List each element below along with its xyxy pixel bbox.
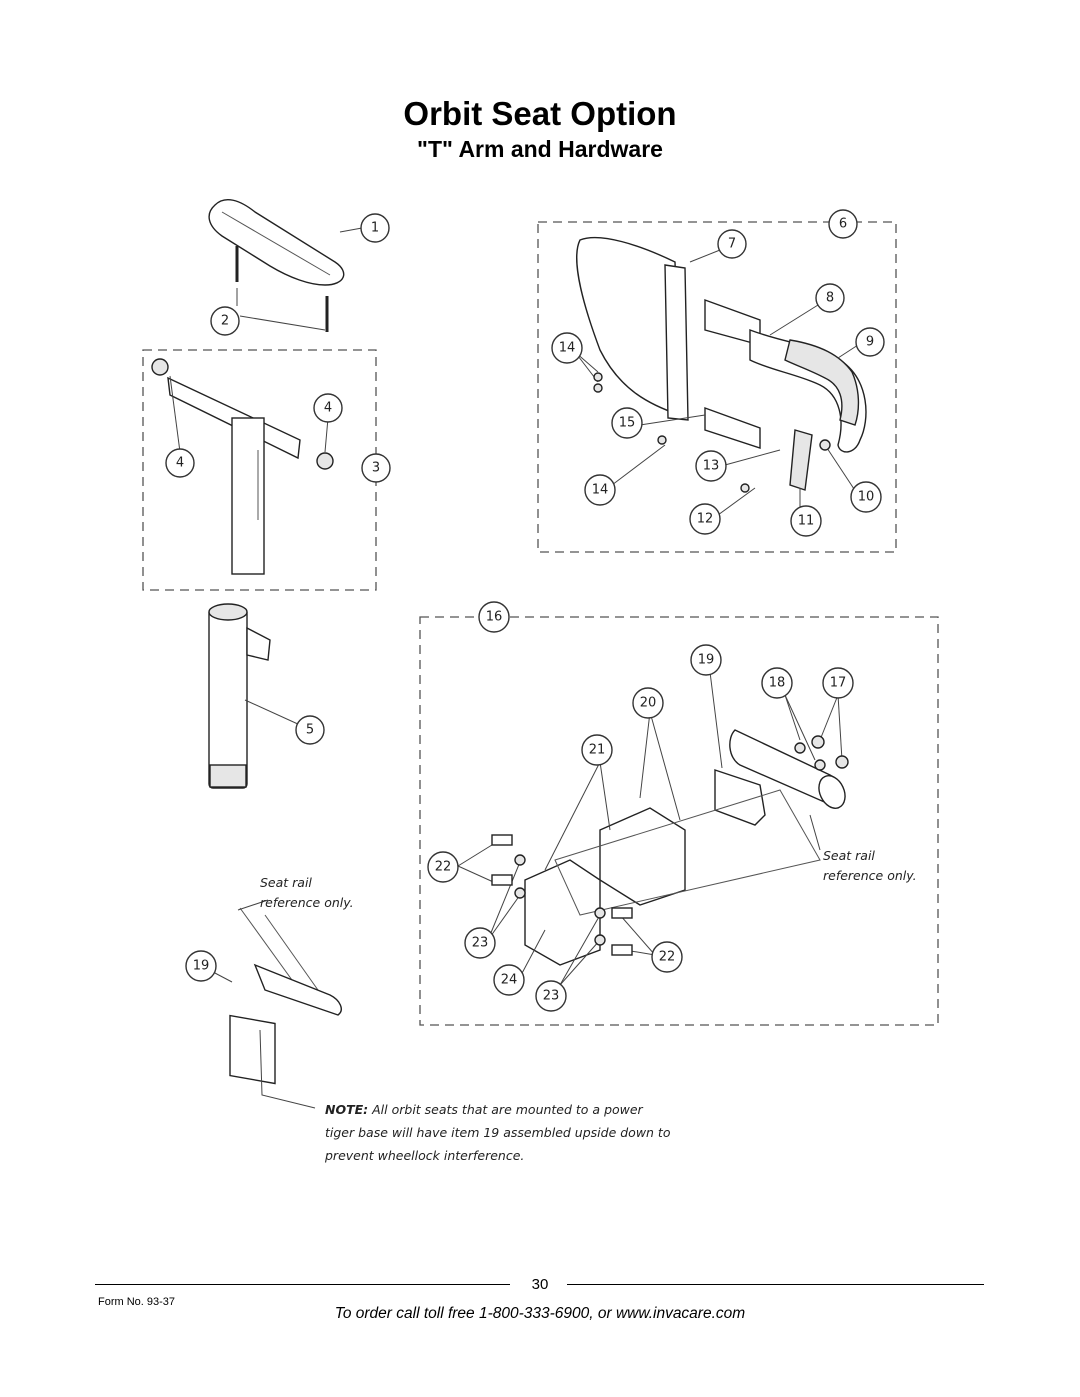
svg-text:Seat rail: Seat rail xyxy=(260,875,312,890)
svg-text:22: 22 xyxy=(435,860,452,875)
svg-text:7: 7 xyxy=(728,237,736,252)
callout-15: 15 xyxy=(611,407,643,439)
callout-2: 2 xyxy=(210,306,240,336)
order-info: To order call toll free 1-800-333-6900, … xyxy=(334,1305,746,1322)
svg-text:16: 16 xyxy=(486,610,503,625)
assembly-note: NOTE: All orbit seats that are mounted t… xyxy=(324,1102,671,1163)
svg-text:reference only.: reference only. xyxy=(260,895,354,910)
svg-text:14: 14 xyxy=(592,483,609,498)
callout-1: 1 xyxy=(360,213,390,243)
callout-14b: 14 xyxy=(584,474,616,506)
callout-21: 21 xyxy=(581,734,613,766)
svg-text:19: 19 xyxy=(193,959,210,974)
svg-text:11: 11 xyxy=(798,514,815,529)
arm-tube-part xyxy=(704,299,867,491)
callout-4b: 4 xyxy=(165,448,195,478)
callout-8: 8 xyxy=(815,283,845,313)
svg-text:23: 23 xyxy=(472,936,489,951)
svg-text:17: 17 xyxy=(830,676,847,691)
svg-text:14: 14 xyxy=(559,341,576,356)
svg-text:4: 4 xyxy=(176,456,184,471)
arm-pad-part xyxy=(208,198,345,286)
callout-18: 18 xyxy=(761,667,793,699)
svg-text:8: 8 xyxy=(826,291,834,306)
svg-text:5: 5 xyxy=(306,723,314,738)
svg-text:tiger base will have item 19 a: tiger base will have item 19 assembled u… xyxy=(325,1125,671,1140)
callout-17: 17 xyxy=(822,667,854,699)
callout-14a: 14 xyxy=(551,332,583,364)
svg-text:4: 4 xyxy=(324,401,332,416)
callout-5: 5 xyxy=(295,715,325,745)
hardware-nuts xyxy=(491,372,849,956)
svg-text:22: 22 xyxy=(659,950,676,965)
callout-6: 6 xyxy=(828,209,858,239)
svg-text:13: 13 xyxy=(703,459,720,474)
callout-23b: 23 xyxy=(535,980,567,1012)
callout-3: 3 xyxy=(361,453,391,483)
svg-text:6: 6 xyxy=(839,217,847,232)
svg-text:3: 3 xyxy=(372,461,380,476)
seat-rail-ref-right-part xyxy=(729,729,846,809)
callout-22a: 22 xyxy=(427,851,459,883)
svg-text:2: 2 xyxy=(221,314,229,329)
callout-16: 16 xyxy=(478,601,510,633)
callout-19-right: 19 xyxy=(690,644,722,676)
svg-text:21: 21 xyxy=(589,743,606,758)
svg-text:Seat rail: Seat rail xyxy=(823,848,875,863)
svg-text:15: 15 xyxy=(619,416,636,431)
svg-text:12: 12 xyxy=(697,512,714,527)
callout-12: 12 xyxy=(689,503,721,535)
callout-24: 24 xyxy=(493,964,525,996)
seat-rail-label-left: Seat rail reference only. xyxy=(260,875,354,910)
arm-pad-screws-part xyxy=(235,246,329,332)
svg-text:prevent wheellock interference: prevent wheellock interference. xyxy=(324,1148,524,1163)
arm-receiver-part xyxy=(208,603,271,789)
callout-13: 13 xyxy=(695,450,727,482)
t-arm-post-part xyxy=(151,358,334,575)
svg-text:NOTE: All orbit seats that are: NOTE: All orbit seats that are mounted t… xyxy=(325,1102,644,1117)
svg-text:24: 24 xyxy=(501,973,518,988)
callout-22b: 22 xyxy=(651,941,683,973)
svg-text:18: 18 xyxy=(769,676,786,691)
svg-text:10: 10 xyxy=(858,490,875,505)
seat-rail-clamp-left-part xyxy=(229,963,342,1085)
mount-bracket-part xyxy=(524,769,766,966)
callout-20: 20 xyxy=(632,687,664,719)
side-panel-part xyxy=(576,236,689,421)
svg-text:9: 9 xyxy=(866,335,874,350)
page-number: 30 xyxy=(531,1276,549,1293)
form-number: Form No. 93-37 xyxy=(98,1296,176,1308)
svg-text:1: 1 xyxy=(371,221,379,236)
page-subtitle: "T" Arm and Hardware xyxy=(417,136,663,162)
footer-rule-right xyxy=(567,1284,984,1285)
footer-rule-left xyxy=(95,1284,510,1285)
svg-text:23: 23 xyxy=(543,989,560,1004)
callout-7: 7 xyxy=(717,229,747,259)
page-title: Orbit Seat Option xyxy=(403,95,677,132)
callout-10: 10 xyxy=(850,481,882,513)
seat-rail-label-right: Seat rail reference only. xyxy=(823,848,917,883)
callout-4a: 4 xyxy=(313,393,343,423)
callout-11: 11 xyxy=(790,505,822,537)
callout-19-left: 19 xyxy=(185,950,217,982)
svg-text:19: 19 xyxy=(698,653,715,668)
callout-9: 9 xyxy=(855,327,885,357)
callout-23a: 23 xyxy=(464,927,496,959)
svg-text:reference only.: reference only. xyxy=(823,868,917,883)
svg-text:20: 20 xyxy=(640,696,657,711)
